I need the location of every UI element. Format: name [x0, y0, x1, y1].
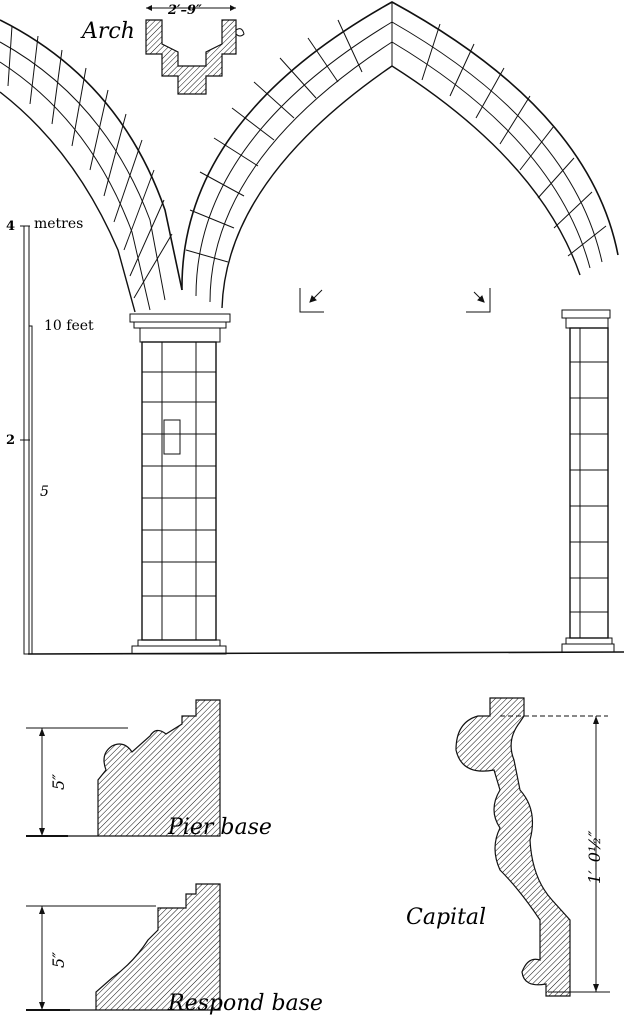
scale-feet-five: 5	[40, 484, 49, 500]
central-pier	[129, 313, 231, 655]
respond-base-profile	[26, 883, 221, 1011]
scale-metres-unit: metres	[34, 216, 83, 232]
section-marker-left	[299, 288, 324, 313]
capital-title: Capital	[406, 905, 486, 930]
scale-metres-mid: 2	[6, 433, 15, 448]
respond-base-dimension: 5″	[49, 952, 68, 968]
main-arch	[181, 1, 619, 309]
section-marker-right	[466, 288, 491, 313]
left-arch	[0, 19, 183, 313]
respond-base-title: Respond base	[167, 991, 323, 1016]
capital-dimension: 1′–0½″	[585, 831, 604, 885]
ground-line	[27, 651, 624, 655]
pier-base-profile	[26, 699, 221, 837]
arch-dimension: 2′–9″	[167, 3, 202, 18]
scale-feet-ten: 10 feet	[44, 318, 94, 334]
scale-metres-top: 4	[6, 219, 15, 234]
pier-base-dimension: 5″	[49, 774, 68, 790]
capital-profile	[455, 697, 610, 997]
pier-base-title: Pier base	[167, 815, 272, 840]
arch-title: Arch	[80, 19, 135, 44]
right-respond	[561, 309, 615, 653]
scale-bar	[20, 225, 33, 655]
arch-profile-section	[145, 5, 245, 95]
